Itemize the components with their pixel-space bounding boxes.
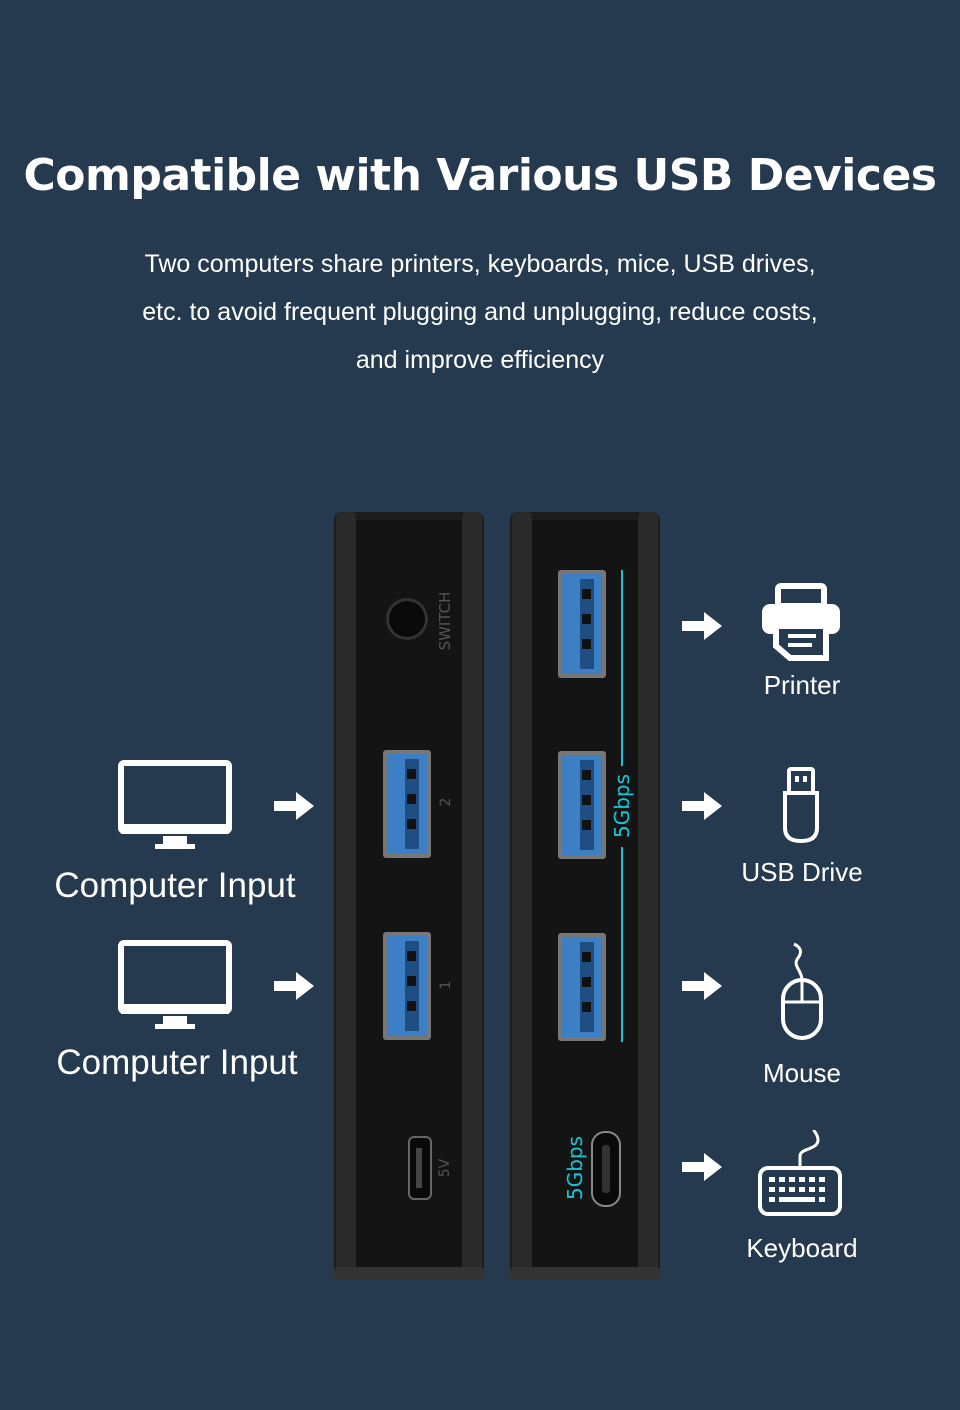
arrow-right-icon (274, 972, 314, 1000)
keyboard-label: Keyboard (746, 1233, 858, 1263)
port-2-label: 2 (438, 797, 454, 807)
usb-port-out-2[interactable] (557, 750, 607, 860)
switch-button[interactable] (386, 598, 428, 640)
keyboard-icon (758, 1129, 842, 1216)
mouse-label: Mouse (762, 1058, 842, 1088)
arrow-right-icon (682, 612, 722, 640)
micro-usb-power-port[interactable] (408, 1136, 432, 1200)
usb-port-out-3[interactable] (557, 932, 607, 1042)
usb-c-port[interactable] (591, 1131, 621, 1207)
typec-speed-label: 5Gbps (563, 1135, 587, 1201)
arrow-right-icon (682, 972, 722, 1000)
arrow-right-icon (274, 792, 314, 820)
port-1-label: 1 (438, 980, 454, 990)
usb-port-out-1[interactable] (557, 569, 607, 679)
switch-label: SWITCH (436, 591, 454, 651)
printer-label: Printer (763, 670, 841, 700)
arrow-right-icon (682, 792, 722, 820)
printer-icon (762, 583, 840, 661)
description-line-2: etc. to avoid frequent plugging and unpl… (142, 298, 818, 326)
power-label: 5V (437, 1158, 453, 1178)
monitor-icon (118, 760, 232, 849)
page-title: Compatible with Various USB Devices (23, 150, 937, 201)
arrow-right-icon (682, 1153, 722, 1181)
kvm-switch-input-side (334, 512, 484, 1280)
computer-input-label-2: Computer Input (56, 1043, 298, 1082)
usb-port-2[interactable] (382, 749, 432, 859)
computer-input-label-1: Computer Input (54, 866, 296, 905)
usb-port-1[interactable] (382, 931, 432, 1041)
usb-drive-icon (783, 767, 819, 844)
description-line-1: Two computers share printers, keyboards,… (144, 250, 816, 278)
usb-drive-label: USB Drive (741, 857, 863, 887)
description: Two computers share printers, keyboards,… (100, 240, 860, 384)
kvm-switch-output-side (510, 512, 660, 1280)
monitor-icon (118, 940, 232, 1029)
speed-label: 5Gbps (610, 766, 634, 846)
description-line-3: and improve efficiency (355, 346, 605, 374)
mouse-icon (781, 942, 823, 1040)
